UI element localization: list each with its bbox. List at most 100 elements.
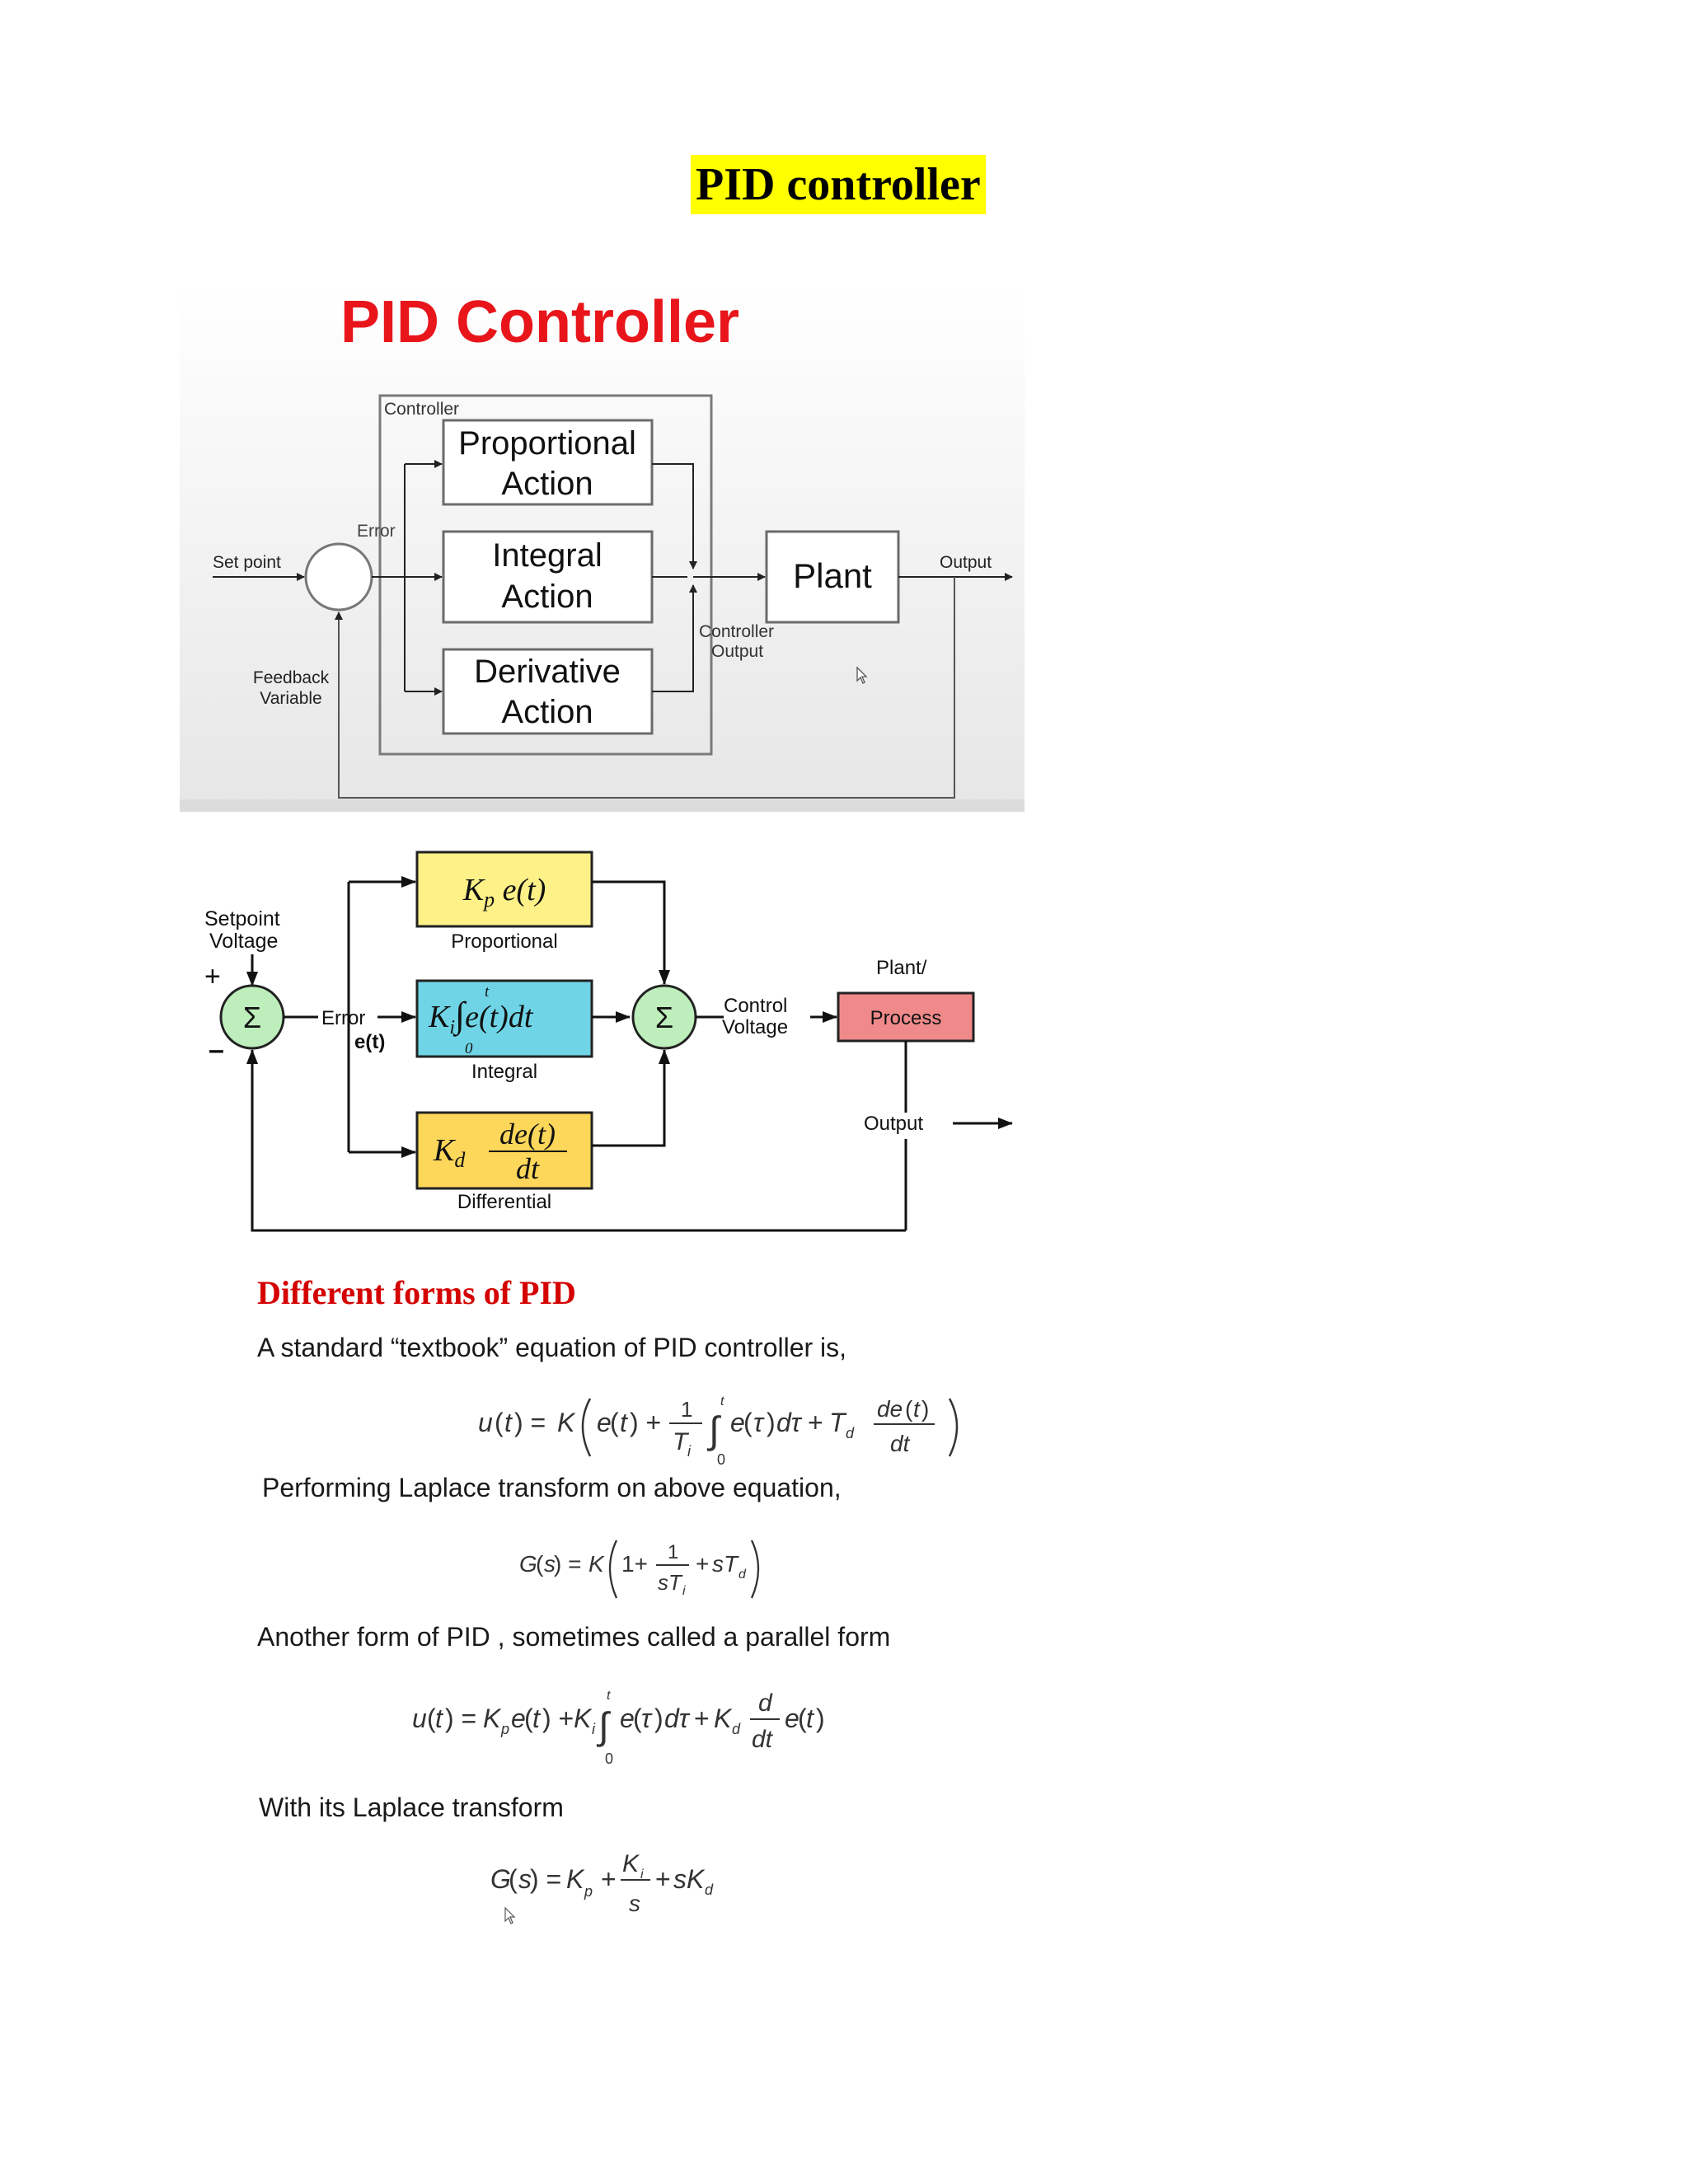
minus-sign: – <box>209 1034 224 1066</box>
svg-text:i: i <box>682 1584 686 1598</box>
svg-text:G: G <box>490 1864 511 1894</box>
integral-upper-limit: t <box>485 983 490 1001</box>
svg-text:+: + <box>808 1408 823 1437</box>
error-label: Error <box>321 1007 365 1029</box>
svg-text:u: u <box>478 1408 493 1437</box>
pid-controller-diagram: PID Controller Controller Proportional A… <box>180 284 1025 812</box>
error-label: Error <box>357 522 396 541</box>
svg-text:G: G <box>519 1551 537 1577</box>
proportional-formula: Kp e(t) <box>462 873 546 912</box>
pid-controller-diagram-svg: PID Controller Controller Proportional A… <box>180 284 1025 812</box>
integral-line1: Integral <box>492 537 602 574</box>
svg-text:K: K <box>588 1551 605 1577</box>
plant-block <box>765 530 900 624</box>
svg-text:d: d <box>732 1721 741 1737</box>
svg-text:de: de <box>877 1396 903 1422</box>
laplace-intro: Performing Laplace transform on above eq… <box>262 1473 842 1502</box>
parallel-intro: Another form of PID , sometimes called a… <box>257 1622 891 1652</box>
cursor-icon <box>504 1906 516 1924</box>
plant-label: Plant/ <box>876 957 927 979</box>
svg-text:dt: dt <box>752 1726 774 1753</box>
svg-text:(: ( <box>633 1704 642 1733</box>
svg-text:s: s <box>544 1551 556 1577</box>
svg-text:(: ( <box>495 1408 504 1437</box>
forms-heading: Different forms of PID <box>257 1274 576 1311</box>
cursor-icon <box>856 666 868 684</box>
svg-text:e: e <box>785 1704 799 1733</box>
parallel-laplace-equation: G ( s ) = K p + K i s + sK d <box>490 1850 714 1924</box>
svg-text:d: d <box>846 1425 855 1441</box>
svg-text:(: ( <box>524 1704 533 1733</box>
sigma-symbol-2: Σ <box>655 1001 673 1034</box>
svg-text:sK: sK <box>673 1864 706 1894</box>
svg-text:(: ( <box>905 1396 913 1422</box>
derivative-line1: Derivative <box>474 654 621 690</box>
svg-text:e: e <box>511 1704 526 1733</box>
svg-text:+: + <box>655 1864 671 1894</box>
process-label: Process <box>870 1007 942 1029</box>
setpoint-line2: Voltage <box>209 930 278 953</box>
svg-text:sT: sT <box>658 1570 683 1595</box>
controller-label: Controller <box>384 400 459 419</box>
error-signal-label: e(t) <box>354 1031 385 1053</box>
plant-label: Plant <box>793 556 872 595</box>
parallel-laplace-intro: With its Laplace transform <box>259 1793 564 1822</box>
differential-denominator: dt <box>516 1152 540 1185</box>
svg-text:u: u <box>412 1704 427 1733</box>
svg-text:t: t <box>620 1408 628 1437</box>
controller-box <box>378 394 713 756</box>
svg-text:i: i <box>687 1443 692 1460</box>
svg-text:s: s <box>629 1891 640 1916</box>
svg-text:K: K <box>557 1408 576 1437</box>
svg-text:+: + <box>694 1704 710 1733</box>
derivative-output-line <box>652 584 697 692</box>
output-label: Output <box>940 553 992 572</box>
svg-text:1+: 1+ <box>621 1551 648 1577</box>
set-point-label: Set point <box>213 553 281 572</box>
svg-text:τ: τ <box>753 1408 765 1437</box>
differential-label: Differential <box>457 1191 551 1213</box>
integral-label: Integral <box>471 1061 537 1083</box>
svg-text:t: t <box>806 1704 814 1733</box>
proportional-action-block <box>442 419 654 506</box>
svg-text:0: 0 <box>717 1451 725 1468</box>
svg-text:T: T <box>673 1428 690 1455</box>
pid-colored-diagram: Setpoint Voltage + – Σ Error e(t) Kp e(t… <box>180 832 1025 1253</box>
proportional-block <box>415 851 593 928</box>
control-voltage-line1: Control <box>724 995 787 1017</box>
svg-text:(: ( <box>610 1408 619 1437</box>
svg-text:(: ( <box>798 1704 807 1733</box>
svg-text:0: 0 <box>605 1750 613 1767</box>
svg-text:τ: τ <box>641 1704 653 1733</box>
proportional-to-sum <box>592 880 670 985</box>
svg-text:(: ( <box>743 1408 753 1437</box>
svg-text:1: 1 <box>681 1397 692 1422</box>
svg-text:) =: ) = <box>554 1551 581 1577</box>
svg-text:): ) <box>654 1704 663 1733</box>
svg-text:) =: ) = <box>530 1864 561 1894</box>
pid-forms-section: Different forms of PID A standard “textb… <box>239 1257 1030 1933</box>
differential-to-sum <box>592 1049 670 1147</box>
plus-sign: + <box>204 961 221 992</box>
svg-text:p: p <box>584 1883 593 1900</box>
textbook-equation: u ( t ) = K e ( t ) + 1 T i ∫ t 0 e ( τ … <box>478 1394 959 1468</box>
svg-text:+: + <box>601 1864 617 1894</box>
svg-text:K: K <box>714 1704 733 1733</box>
process-block <box>837 991 975 1043</box>
bottom-band <box>180 799 1025 812</box>
controller-output-line1: Controller <box>699 622 774 641</box>
feedback-line <box>246 1049 906 1232</box>
svg-text:t: t <box>607 1689 611 1703</box>
svg-text:t: t <box>504 1408 513 1437</box>
svg-text:(: ( <box>509 1864 518 1894</box>
svg-text:p: p <box>500 1721 509 1737</box>
svg-text:) +: ) + <box>542 1704 574 1733</box>
svg-text:K: K <box>574 1704 593 1733</box>
sigma-symbol-1: Σ <box>243 1001 261 1034</box>
feedback-line <box>335 577 955 799</box>
differential-numerator: de(t) <box>499 1118 556 1151</box>
svg-text:t: t <box>720 1394 724 1408</box>
feedback-line2: Variable <box>260 689 322 708</box>
svg-text:): ) <box>921 1396 929 1422</box>
svg-text:d: d <box>758 1690 773 1717</box>
